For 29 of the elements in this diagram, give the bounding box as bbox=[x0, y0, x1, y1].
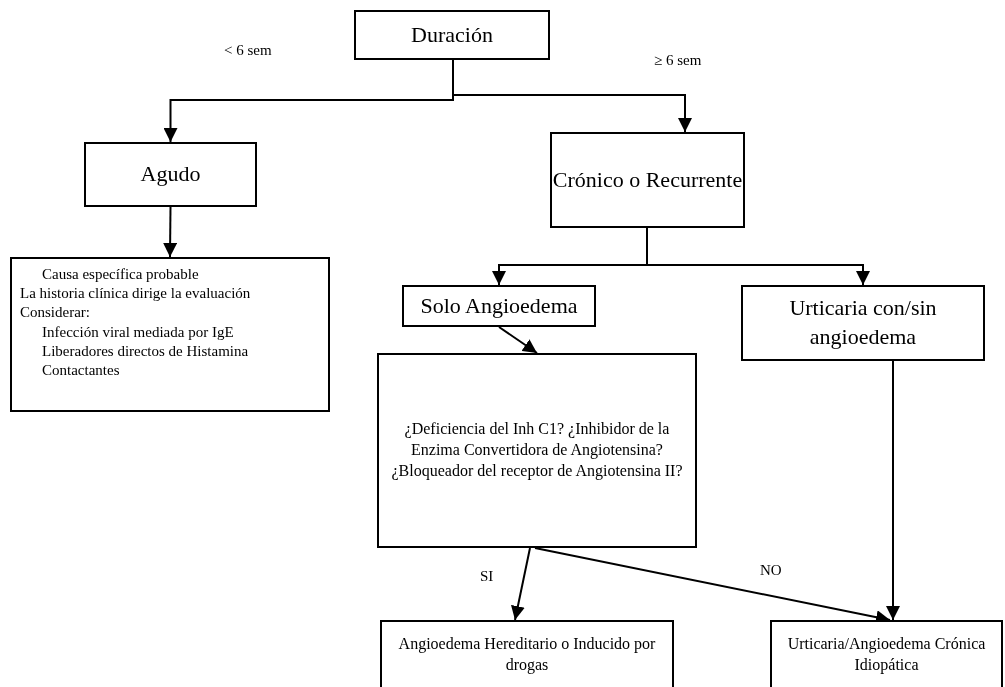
node-text: Causa específica probable bbox=[41, 265, 199, 284]
node-text: Urticaria con/sin angioedema bbox=[788, 294, 938, 351]
node-text: La historia clínica dirige la evaluación bbox=[20, 284, 251, 304]
node-text: Agudo bbox=[140, 160, 201, 189]
process-box bbox=[741, 285, 985, 361]
process-box bbox=[380, 620, 674, 687]
process-box bbox=[550, 132, 745, 228]
process-box bbox=[770, 620, 1003, 687]
node-text: Crónico o Recurrente bbox=[552, 165, 743, 194]
process-box bbox=[84, 142, 257, 207]
arrow bbox=[498, 326, 538, 354]
node-text: Considerar: bbox=[20, 303, 90, 323]
node-text: Duración bbox=[411, 20, 493, 49]
node-text: ¿Deficiencia del Inh C1? ¿Inhibidor de la Enzima Convertidora de Angiotensina? ¿Bloqueador del receptor de Angiotensina II? bbox=[390, 419, 684, 482]
process-box bbox=[377, 353, 697, 548]
node-text: Angioedema Hereditario o Inducido por drogas bbox=[397, 634, 657, 676]
arrow bbox=[511, 547, 531, 621]
node-text: Liberadores directos de Histamina bbox=[41, 341, 249, 361]
node-text: Urticaria/Angioedema Crónica Idiopática bbox=[786, 634, 987, 676]
node-text: Solo Angioedema bbox=[420, 291, 578, 320]
arrow bbox=[452, 59, 692, 133]
process-box bbox=[354, 10, 550, 60]
arrow bbox=[163, 206, 178, 258]
node-text: Infección viral mediada por IgE bbox=[41, 322, 234, 342]
node-text: Contactantes bbox=[41, 360, 120, 380]
arrow bbox=[886, 360, 900, 621]
arrow bbox=[646, 227, 870, 286]
process-box bbox=[402, 285, 596, 327]
note-box bbox=[10, 257, 330, 412]
